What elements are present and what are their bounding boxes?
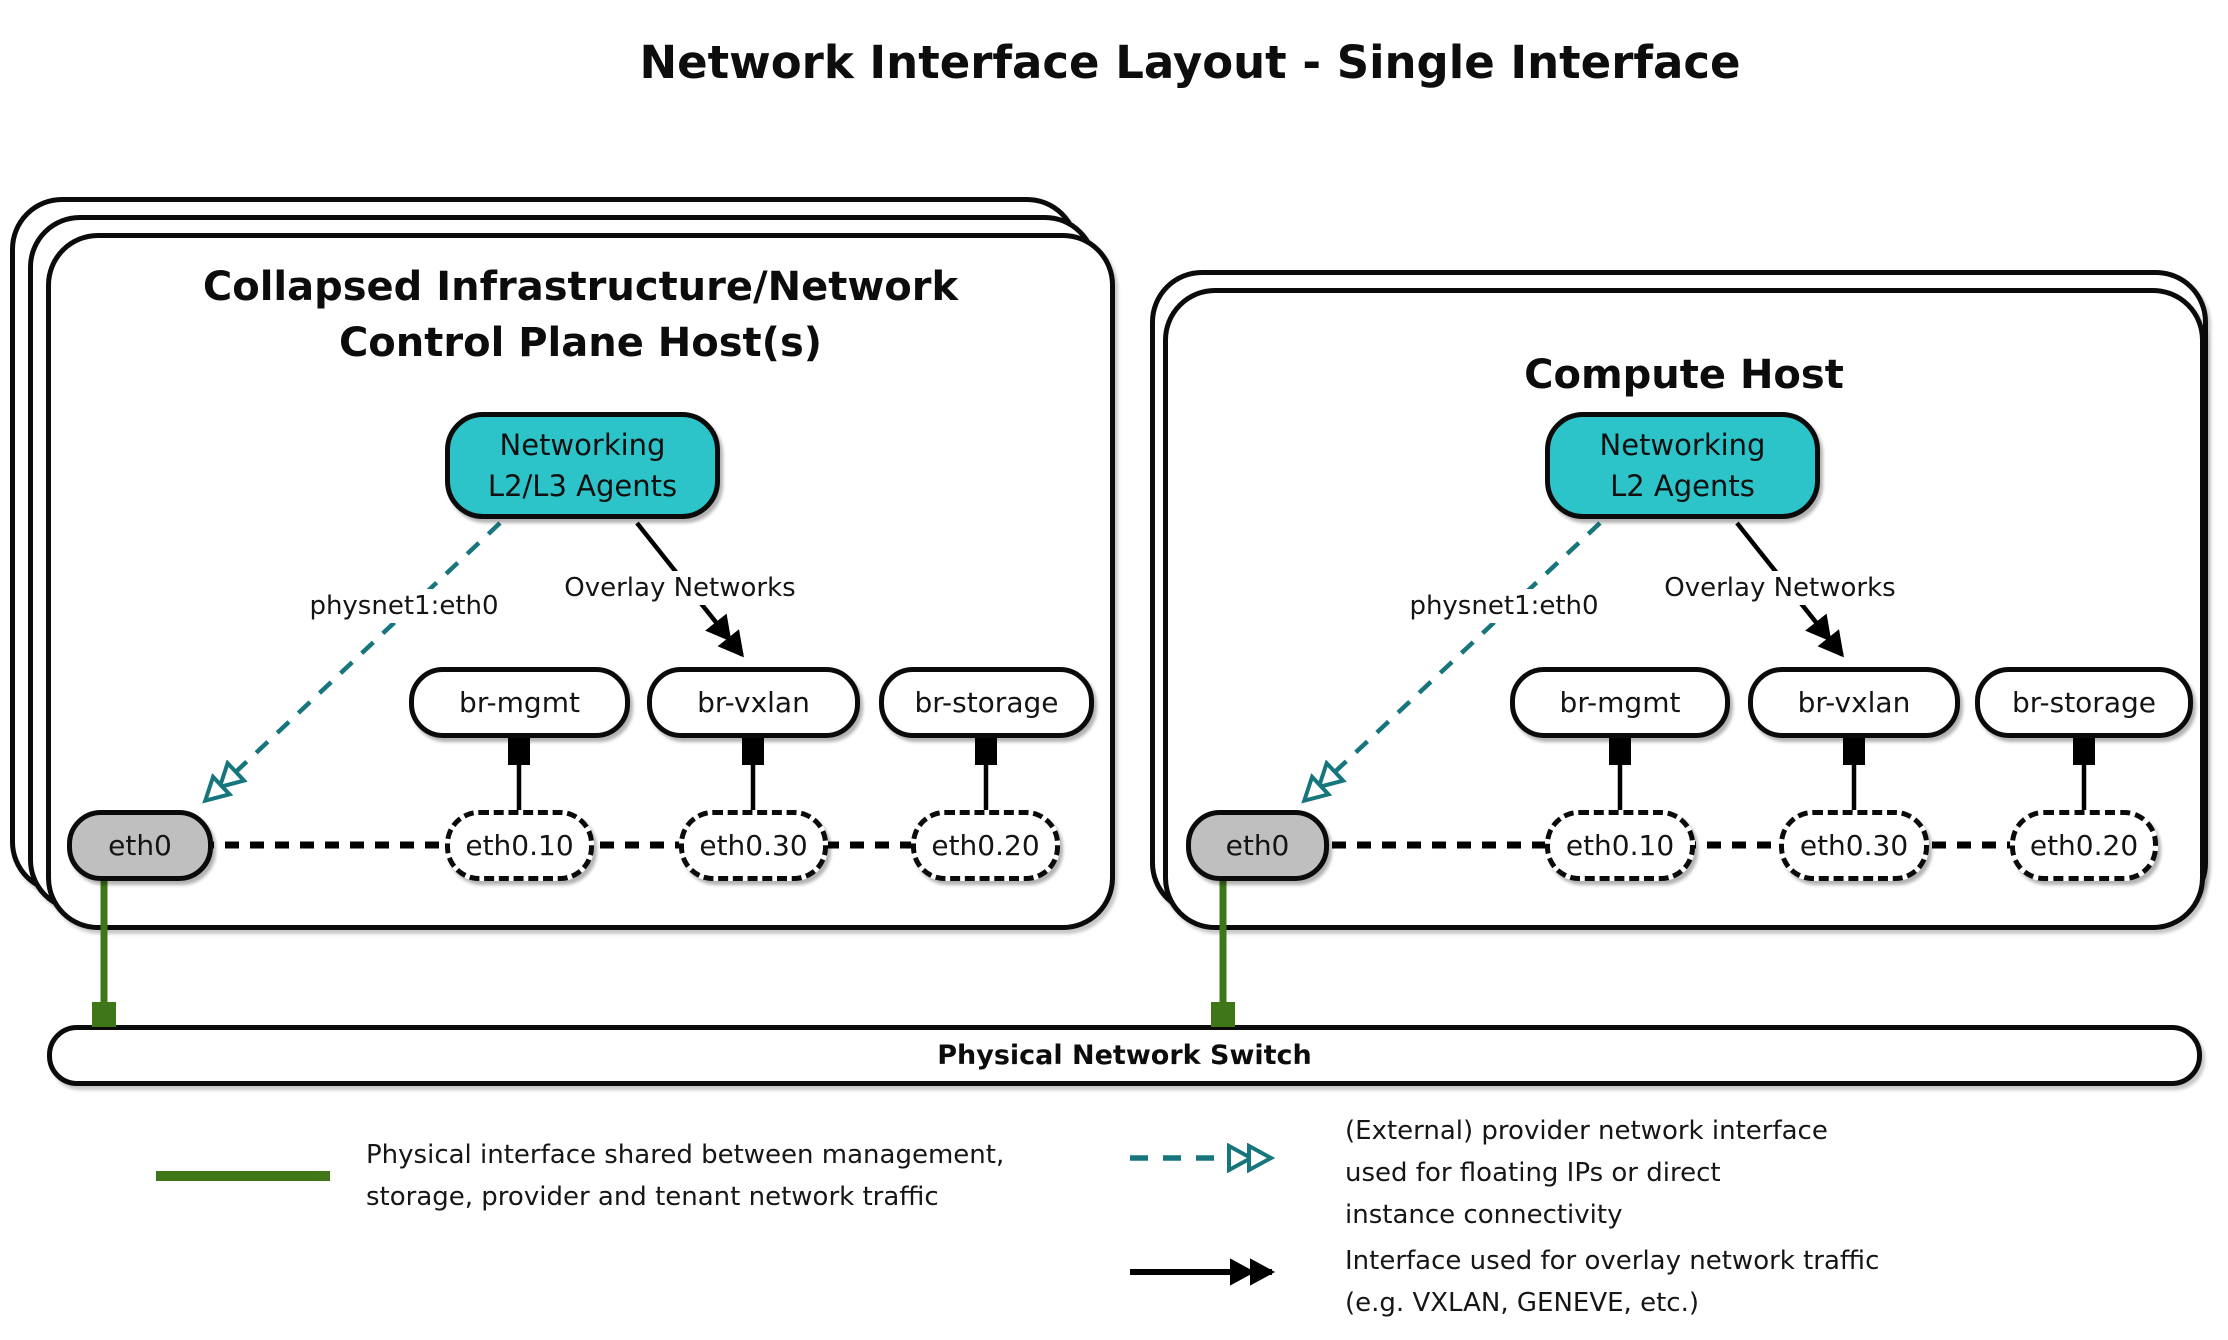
diagram-title: Network Interface Layout - Single Interf… — [639, 36, 1741, 89]
right-bridge-br-storage: br-storage — [1975, 667, 2193, 738]
left-overlay-label: Overlay Networks — [546, 571, 814, 605]
right-networking-agents-box: Networking L2 Agents — [1545, 412, 1820, 519]
right-overlay-label: Overlay Networks — [1646, 571, 1914, 605]
right-eth0-node: eth0 — [1186, 810, 1329, 881]
legend-overlay-text: Interface used for overlay network traff… — [1345, 1240, 1879, 1324]
legend-provider-text: (External) provider network interface us… — [1345, 1110, 1828, 1236]
legend-physical-line2: storage, provider and tenant network tra… — [366, 1182, 939, 1212]
legend-physical-line1: Physical interface shared between manage… — [366, 1140, 1005, 1170]
physical-network-switch-bar: Physical Network Switch — [47, 1025, 2202, 1086]
left-provider-label: physnet1:eth0 — [270, 589, 538, 623]
left-vlan-eth0-20: eth0.20 — [911, 810, 1060, 881]
right-bridge-br-mgmt: br-mgmt — [1510, 667, 1730, 738]
legend-overlay-line1: Interface used for overlay network traff… — [1345, 1246, 1880, 1276]
right-vlan-eth0-20: eth0.20 — [2010, 810, 2158, 881]
left-networking-agents-box: Networking L2/L3 Agents — [445, 412, 720, 519]
left-bridge-br-mgmt: br-mgmt — [409, 667, 630, 738]
control-plane-host-title-line1: Collapsed Infrastructure/Network — [202, 264, 959, 310]
legend-provider-line1: (External) provider network interface — [1345, 1116, 1828, 1146]
right-physical-uplink-plug — [1211, 1002, 1235, 1027]
control-plane-host-title-line2: Control Plane Host(s) — [338, 320, 823, 366]
right-vlan-eth0-10: eth0.10 — [1545, 810, 1695, 881]
left-eth0-node: eth0 — [67, 810, 213, 881]
right-provider-label: physnet1:eth0 — [1370, 589, 1638, 623]
right-bridge-br-vxlan: br-vxlan — [1748, 667, 1960, 738]
legend-provider-line2: used for floating IPs or direct — [1345, 1158, 1721, 1188]
compute-host-title: Compute Host — [1213, 347, 2155, 403]
compute-host-title-line1: Compute Host — [1524, 352, 1844, 398]
right-vlan-eth0-30: eth0.30 — [1779, 810, 1929, 881]
left-bridge-br-vxlan: br-vxlan — [647, 667, 860, 738]
left-vlan-eth0-30: eth0.30 — [679, 810, 828, 881]
left-bridge-br-storage: br-storage — [879, 667, 1094, 738]
physical-network-switch-label: Physical Network Switch — [937, 1040, 1312, 1071]
right-agent-line1: Networking — [1599, 427, 1766, 462]
legend-overlay-line2: (e.g. VXLAN, GENEVE, etc.) — [1345, 1288, 1699, 1318]
left-physical-uplink-plug — [92, 1002, 116, 1027]
left-vlan-eth0-10: eth0.10 — [445, 810, 594, 881]
right-agent-line2: L2 Agents — [1610, 468, 1755, 503]
left-agent-line1: Networking — [499, 427, 666, 462]
left-agent-line2: L2/L3 Agents — [487, 468, 678, 503]
legend-physical-text: Physical interface shared between manage… — [366, 1134, 1004, 1218]
control-plane-host-title: Collapsed Infrastructure/Network Control… — [96, 259, 1065, 371]
legend-provider-line3: instance connectivity — [1345, 1200, 1623, 1230]
